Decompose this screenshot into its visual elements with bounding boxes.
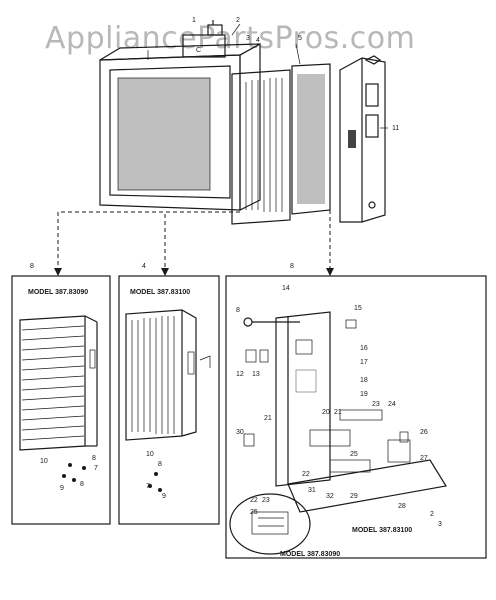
collector-cell-top xyxy=(231,69,291,225)
callout-15: 15 xyxy=(354,305,362,312)
callout-14: 14 xyxy=(282,285,290,292)
callout-30: 30 xyxy=(236,429,244,436)
panel-1-callout-10: 10 xyxy=(40,458,48,465)
main-cabinet-assembly xyxy=(99,20,386,225)
callout-3: 3 xyxy=(438,521,442,528)
callout-c: C xyxy=(196,47,201,54)
panel-model-83090: 8 MODEL 387.83090 10 xyxy=(11,263,111,525)
callout-24: 24 xyxy=(388,401,396,408)
panel-1-screws xyxy=(62,463,86,482)
callout-16: 16 xyxy=(360,345,368,352)
callout-32: 32 xyxy=(326,493,334,500)
callout-23b: 23 xyxy=(262,497,270,504)
callout-2: 2 xyxy=(236,17,240,24)
panel-2-callout-10: 10 xyxy=(146,451,154,458)
callout-11: 11 xyxy=(392,125,399,132)
panel-2-callout-9: 9 xyxy=(162,493,166,500)
callout-22: 22 xyxy=(302,471,310,478)
callout-26: 26 xyxy=(420,429,428,436)
cell-louvered xyxy=(19,315,98,451)
panel-model-83100: 4 MODEL 387.83100 10 9 8 7 xyxy=(118,263,220,525)
panel-2-ref: 4 xyxy=(142,263,146,270)
power-pack-chassis xyxy=(243,311,447,513)
callout-20: 20 xyxy=(322,409,330,416)
panel-1-model-label: MODEL 387.83090 xyxy=(28,289,88,296)
callout-27: 27 xyxy=(420,455,428,462)
top-terminal-box xyxy=(182,20,226,58)
panel-2-model-label: MODEL 387.83100 xyxy=(130,289,190,296)
panel-2-screws xyxy=(148,472,162,492)
callout-8: 8 xyxy=(236,307,240,314)
panel-2-callout-8: 8 xyxy=(158,461,162,468)
watermark-text: AppliancePartsPros.com xyxy=(45,21,415,56)
inset-model-label: MODEL 387.83090 xyxy=(280,551,340,558)
panel-1-callout-8b: 8 xyxy=(80,481,84,488)
power-pack-box xyxy=(339,55,386,223)
callout-5: 5 xyxy=(298,35,302,42)
panel-1-callout-7: 7 xyxy=(94,465,98,472)
callout-3: 3 xyxy=(246,35,250,42)
callout-2: 2 xyxy=(430,511,434,518)
callout-21b: 21 xyxy=(334,409,342,416)
callout-4: 4 xyxy=(256,37,260,44)
inset-detail xyxy=(229,493,311,555)
callout-18: 18 xyxy=(360,377,368,384)
panel-3-ref: 8 xyxy=(290,263,294,270)
callout-19: 19 xyxy=(360,391,368,398)
callout-31: 31 xyxy=(308,487,316,494)
panel-3-callouts: 14 8 15 16 17 18 19 12 13 21 20 21 23 24… xyxy=(236,285,442,528)
callout-25b: 25 xyxy=(250,509,258,516)
panel-1-callout-9: 9 xyxy=(60,485,64,492)
callout-1: 1 xyxy=(192,17,196,24)
cell-plates xyxy=(125,309,211,441)
callout-25: 25 xyxy=(350,451,358,458)
filter-mesh-front xyxy=(117,77,211,191)
dashed-leaders xyxy=(54,205,334,276)
panel-2-callout-7: 7 xyxy=(146,483,150,490)
callout-12: 12 xyxy=(236,371,244,378)
callout-23: 23 xyxy=(372,401,380,408)
callout-29: 29 xyxy=(350,493,358,500)
panel-1-ref: 8 xyxy=(30,263,34,270)
top-callouts: 1 2 C 3 4 5 11 xyxy=(147,17,399,132)
callout-28: 28 xyxy=(398,503,406,510)
callout-21: 21 xyxy=(264,415,272,422)
panel-power-pack-detail: 8 14 xyxy=(225,263,487,559)
callout-13: 13 xyxy=(252,371,260,378)
filter-mesh-rear xyxy=(291,63,331,215)
panel-3-model-label: MODEL 387.83100 xyxy=(352,527,412,534)
panel-1-callout-8: 8 xyxy=(92,455,96,462)
callout-17: 17 xyxy=(360,359,368,366)
callout-22b: 22 xyxy=(250,497,258,504)
